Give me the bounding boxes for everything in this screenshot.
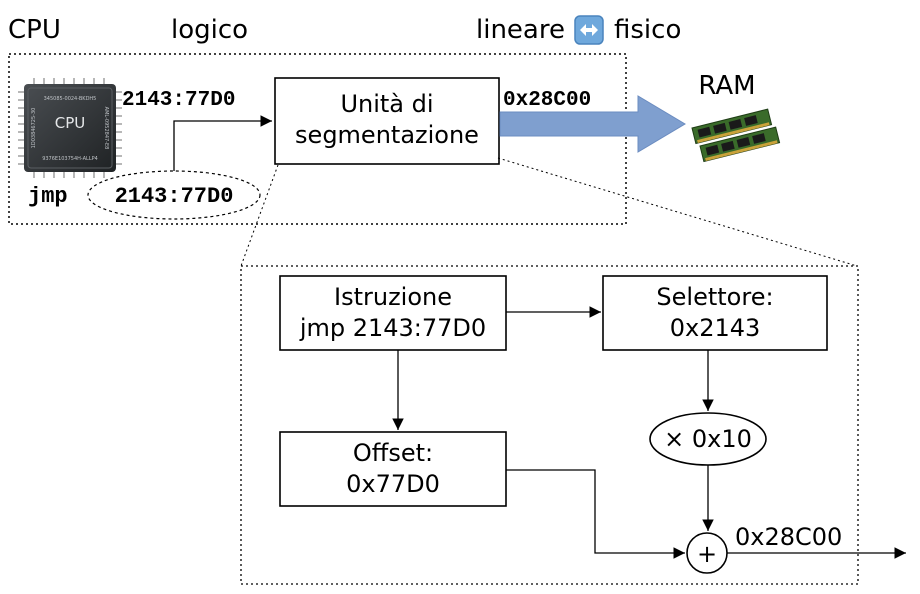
to-ram-arrow <box>499 95 686 153</box>
jmp-keyword: jmp <box>28 184 68 209</box>
istruzione-line2: jmp 2143:77D0 <box>299 314 486 342</box>
segmentation-line2: segmentazione <box>295 121 479 149</box>
jmp-operand-ellipse <box>87 170 261 220</box>
cpu-boundary <box>8 53 627 225</box>
result-label: 0x28C00 <box>735 523 842 551</box>
cpu-chip-icon: 345085-0024-BKDH5 CPU 9376E103754H-ALLP4… <box>18 78 122 178</box>
selettore-line2: 0x2143 <box>670 314 761 342</box>
ram-module-icon <box>691 108 781 163</box>
selettore-box <box>602 275 828 351</box>
adder-label: + <box>697 540 717 568</box>
chip-side-left: 1D03846725-30 <box>31 108 37 149</box>
offset-box <box>279 431 507 507</box>
segmentation-unit-box <box>274 77 500 165</box>
cpu-header-label: CPU <box>8 15 61 45</box>
linear-address-label: 0x28C00 <box>503 89 591 112</box>
fisico-label: fisico <box>614 15 681 45</box>
offset-to-adder-arrow <box>506 469 685 559</box>
zoom-guide-left <box>240 164 279 267</box>
logico-label: logico <box>171 15 248 45</box>
selettore-line1: Selettore: <box>656 283 773 311</box>
ram-label: RAM <box>698 71 755 101</box>
lineare-label: lineare <box>476 15 565 45</box>
swap-arrows-icon <box>574 15 604 45</box>
multiply-label: × 0x10 <box>664 425 752 453</box>
zoom-guide-right <box>497 157 858 267</box>
istruzione-line1: Istruzione <box>334 283 452 311</box>
chip-line1: 345085-0024-BKDH5 <box>44 96 97 102</box>
chip-side-right: AML-0952847-E8 <box>103 107 109 150</box>
operand-to-unit-arrow <box>173 115 272 171</box>
chip-label: CPU <box>55 114 86 132</box>
segmentation-line1: Unità di <box>340 90 433 118</box>
detail-boundary <box>240 265 859 585</box>
offset-line1: Offset: <box>353 439 433 467</box>
istruzione-box <box>279 275 507 351</box>
logical-address-label: 2143:77D0 <box>122 89 235 112</box>
offset-line2: 0x77D0 <box>346 470 440 498</box>
chip-line2: 9376E103754H-ALLP4 <box>42 156 98 162</box>
jmp-operand: 2143:77D0 <box>115 184 234 209</box>
